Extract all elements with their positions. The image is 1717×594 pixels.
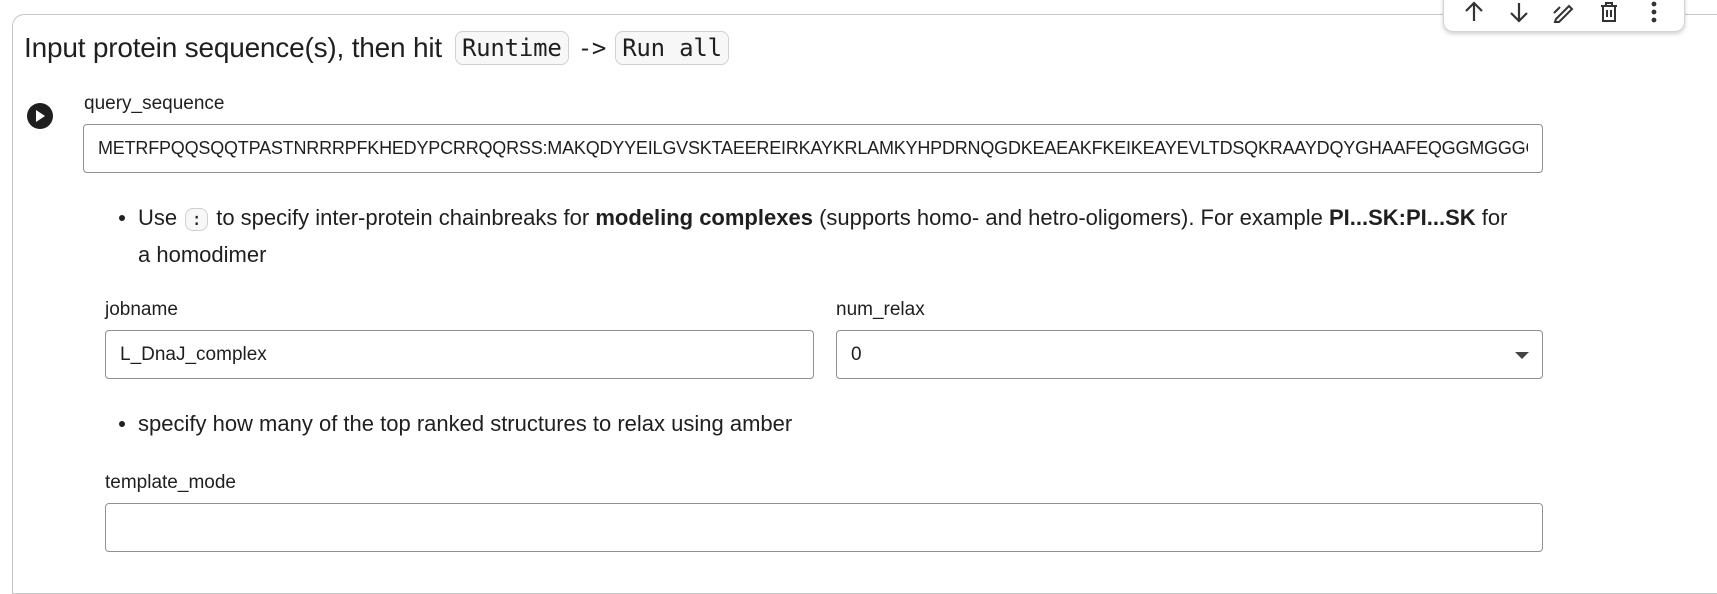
num-relax-label: num_relax	[836, 299, 925, 320]
help-text-use: Use	[138, 205, 178, 230]
query-sequence-input[interactable]	[83, 124, 1543, 173]
edit-icon	[1553, 4, 1574, 23]
arrow-down-icon	[1510, 3, 1528, 23]
chainbreak-help: Use : to specify inter-protein chainbrea…	[119, 200, 1538, 272]
cell-title: Input protein sequence(s), then hit Runt…	[24, 30, 734, 66]
help-bold-example: PI...SK:PI...SK	[1328, 205, 1476, 230]
code-cell	[12, 14, 1717, 594]
colon-code: :	[185, 208, 209, 231]
help-text-for: for	[1481, 205, 1508, 230]
relax-help: specify how many of the top ranked struc…	[118, 406, 792, 441]
query-sequence-label: query_sequence	[84, 93, 225, 114]
template-mode-label: template_mode	[105, 472, 236, 493]
jobname-input[interactable]	[105, 330, 814, 379]
move-up-button[interactable]	[1457, 0, 1491, 29]
runtime-code: Runtime	[454, 31, 569, 65]
run-all-code: Run all	[615, 31, 729, 65]
num-relax-select[interactable]: 0	[836, 330, 1543, 379]
cell-toolbar	[1443, 0, 1685, 32]
more-options-button[interactable]	[1637, 0, 1671, 29]
help-bold-complexes: modeling complexes	[595, 205, 813, 230]
run-cell-button[interactable]	[27, 103, 53, 129]
help-text-after: (supports homo- and hetro-oligomers). Fo…	[819, 205, 1323, 230]
more-vert-icon	[1651, 1, 1656, 23]
title-text: Input protein sequence(s), then hit	[24, 32, 442, 63]
arrow-up-icon	[1465, 1, 1484, 21]
arrow-text: ->	[577, 34, 607, 62]
move-down-button[interactable]	[1502, 0, 1536, 29]
num-relax-value: 0	[851, 343, 862, 365]
play-icon	[36, 110, 45, 122]
help-text-middle: to specify inter-protein chainbreaks for	[216, 205, 590, 230]
template-mode-select[interactable]	[105, 503, 1543, 552]
help-text-homodimer: a homodimer	[138, 242, 267, 267]
jobname-label: jobname	[105, 299, 178, 320]
edit-button[interactable]	[1547, 0, 1581, 29]
delete-button[interactable]	[1592, 0, 1626, 29]
delete-icon	[1600, 2, 1617, 22]
chevron-down-icon	[1515, 352, 1529, 359]
